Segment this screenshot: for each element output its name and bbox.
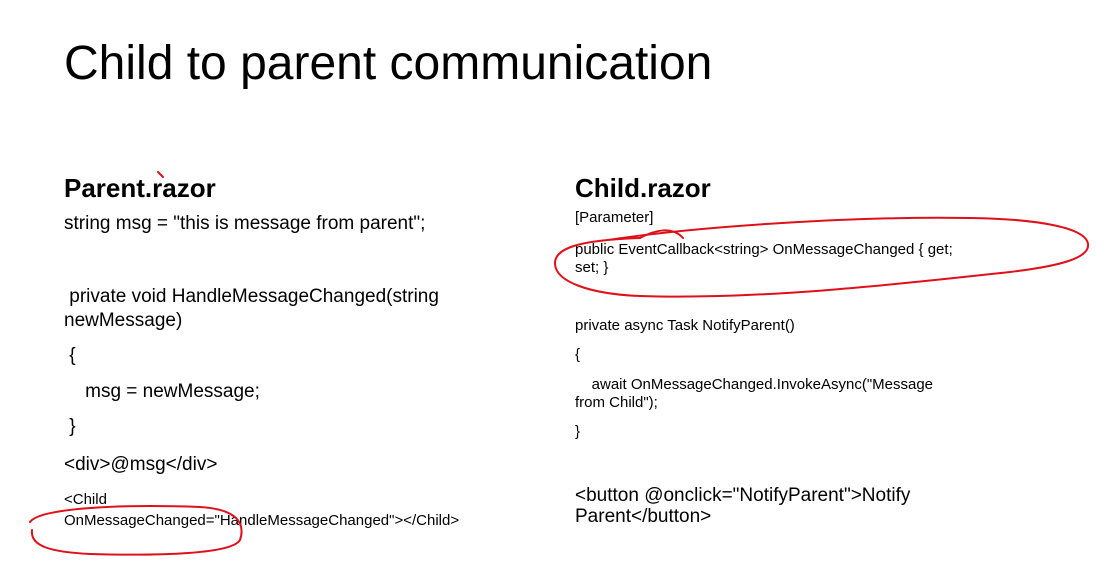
child-line-param-1: public EventCallback<string> OnMessageCh… [575,241,953,258]
child-line-invoke-2: from Child"); [575,394,658,411]
parent-line-close-brace: } [64,416,76,437]
parent-line-div: <div>@msg</div> [64,454,218,475]
child-line-button-1: <button @onclick="NotifyParent">Notify [575,485,911,506]
parent-heading: Parent.razor [64,173,216,203]
parent-line-msg: string msg = "this is message from paren… [64,213,426,234]
child-line-open-brace: { [575,346,581,363]
slide-title: Child to parent communication [64,37,713,90]
child-line-param-2: set; } [575,259,609,276]
ink-tick-parameter [639,229,684,239]
parent-line-method-2: newMessage) [64,310,183,331]
child-line-invoke-1: await OnMessageChanged.InvokeAsync("Mess… [575,376,934,393]
child-line-attribute: [Parameter] [575,209,654,226]
parent-line-child-1: <Child [64,491,107,508]
parent-line-method-1: private void HandleMessageChanged(string [64,286,439,307]
parent-line-assign: msg = newMessage; [64,381,260,402]
parent-line-child-2: OnMessageChanged="HandleMessageChanged">… [64,512,460,529]
child-line-method: private async Task NotifyParent() [575,317,795,334]
parent-line-open-brace: { [64,345,76,366]
child-line-button-2: Parent</button> [575,506,712,527]
child-line-close-brace: } [575,423,581,440]
child-heading: Child.razor [575,173,711,203]
